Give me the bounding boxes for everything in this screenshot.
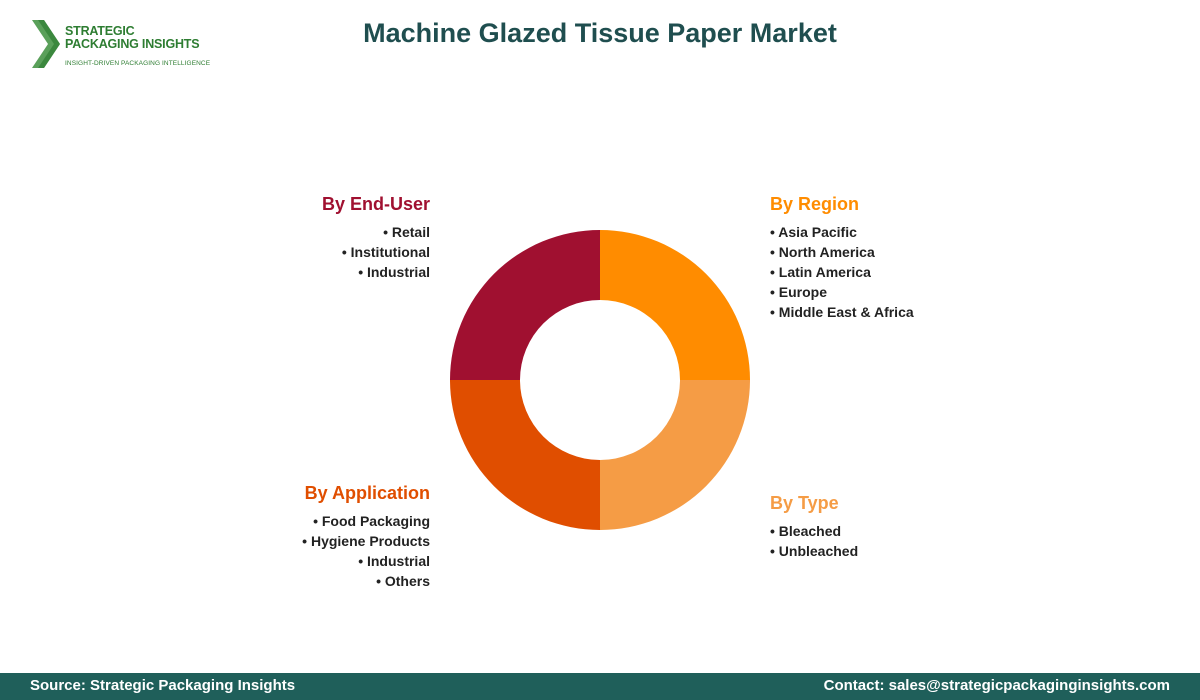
footer-source: Source: Strategic Packaging Insights [30,677,296,694]
list-item: Hygiene Products [302,531,430,551]
region-title: By Region [770,194,860,214]
list-item: Asia Pacific [770,222,914,242]
logo-chevron-icon [32,20,60,68]
list-item: North America [770,242,914,262]
list-item: Industrial [322,262,430,282]
slice-region [600,230,750,380]
region-group: By Region Asia Pacific North America Lat… [770,194,914,322]
footer-bar: Source: Strategic Packaging Insights Con… [0,673,1200,700]
logo-line1: STRATEGIC [65,24,135,38]
list-item: Others [302,571,430,591]
list-item: Industrial [302,551,430,571]
list-item: Middle East & Africa [770,302,914,322]
slice-type [600,380,750,530]
type-group: By Type Bleached Unbleached [770,493,858,561]
application-group: By Application Food Packaging Hygiene Pr… [302,483,430,591]
list-item: Food Packaging [302,511,430,531]
end-user-list: Retail Institutional Industrial [322,222,430,282]
application-list: Food Packaging Hygiene Products Industri… [302,511,430,591]
page-title: Machine Glazed Tissue Paper Market [363,18,837,48]
list-item: Bleached [770,521,858,541]
end-user-title: By End-User [321,194,430,214]
end-user-group: By End-User Retail Institutional Industr… [322,194,430,282]
footer-contact[interactable]: Contact: sales@strategicpackaginginsight… [823,677,1170,694]
list-item: Europe [770,282,914,302]
list-item: Institutional [322,242,430,262]
type-list: Bleached Unbleached [770,521,858,561]
list-item: Retail [322,222,430,242]
logo-tagline: INSIGHT-DRIVEN PACKAGING INTELLIGENCE [65,60,211,67]
list-item: Unbleached [770,541,858,561]
type-title: By Type [770,493,839,513]
slice-end-user [450,230,600,380]
slice-application [450,380,600,530]
logo-line2: PACKAGING INSIGHTS [65,37,200,51]
region-list: Asia Pacific North America Latin America… [770,222,914,322]
list-item: Latin America [770,262,914,282]
logo: STRATEGIC PACKAGING INSIGHTS INSIGHT-DRI… [30,18,230,73]
application-title: By Application [304,483,430,503]
